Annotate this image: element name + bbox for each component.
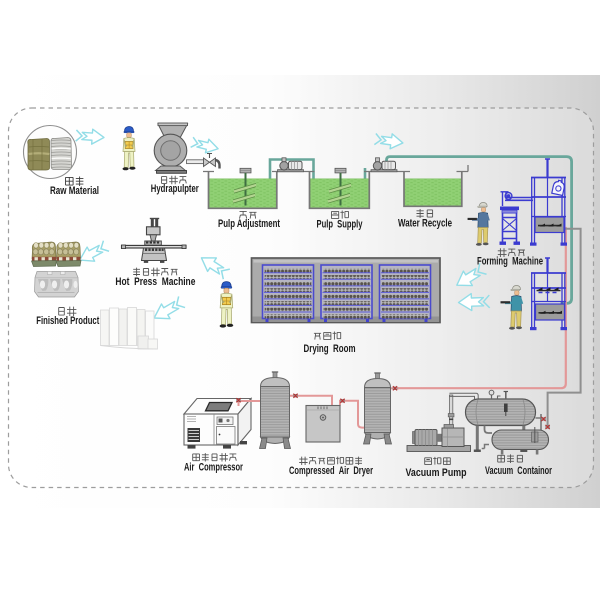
svg-text:Compressed Air Dryer: Compressed Air Dryer xyxy=(289,465,373,477)
svg-text:Finished Product: Finished Product xyxy=(36,315,99,327)
svg-text:Pulp Supply: Pulp Supply xyxy=(317,219,364,231)
svg-text:Forming Machine: Forming Machine xyxy=(477,256,543,268)
svg-text:Raw Material: Raw Material xyxy=(50,185,99,197)
svg-text:Drying Room: Drying Room xyxy=(304,343,356,355)
svg-text:Hot Press Machine: Hot Press Machine xyxy=(115,276,195,288)
svg-text:Water Recycle: Water Recycle xyxy=(398,218,452,230)
svg-text:Vacuum Containor: Vacuum Containor xyxy=(485,465,552,477)
svg-text:Air Compressor: Air Compressor xyxy=(184,462,243,474)
svg-text:Hydrapulpter: Hydrapulpter xyxy=(151,183,199,195)
svg-text:Vacuum Pump: Vacuum Pump xyxy=(406,467,467,479)
svg-text:Pulp Adjustment: Pulp Adjustment xyxy=(218,218,280,230)
